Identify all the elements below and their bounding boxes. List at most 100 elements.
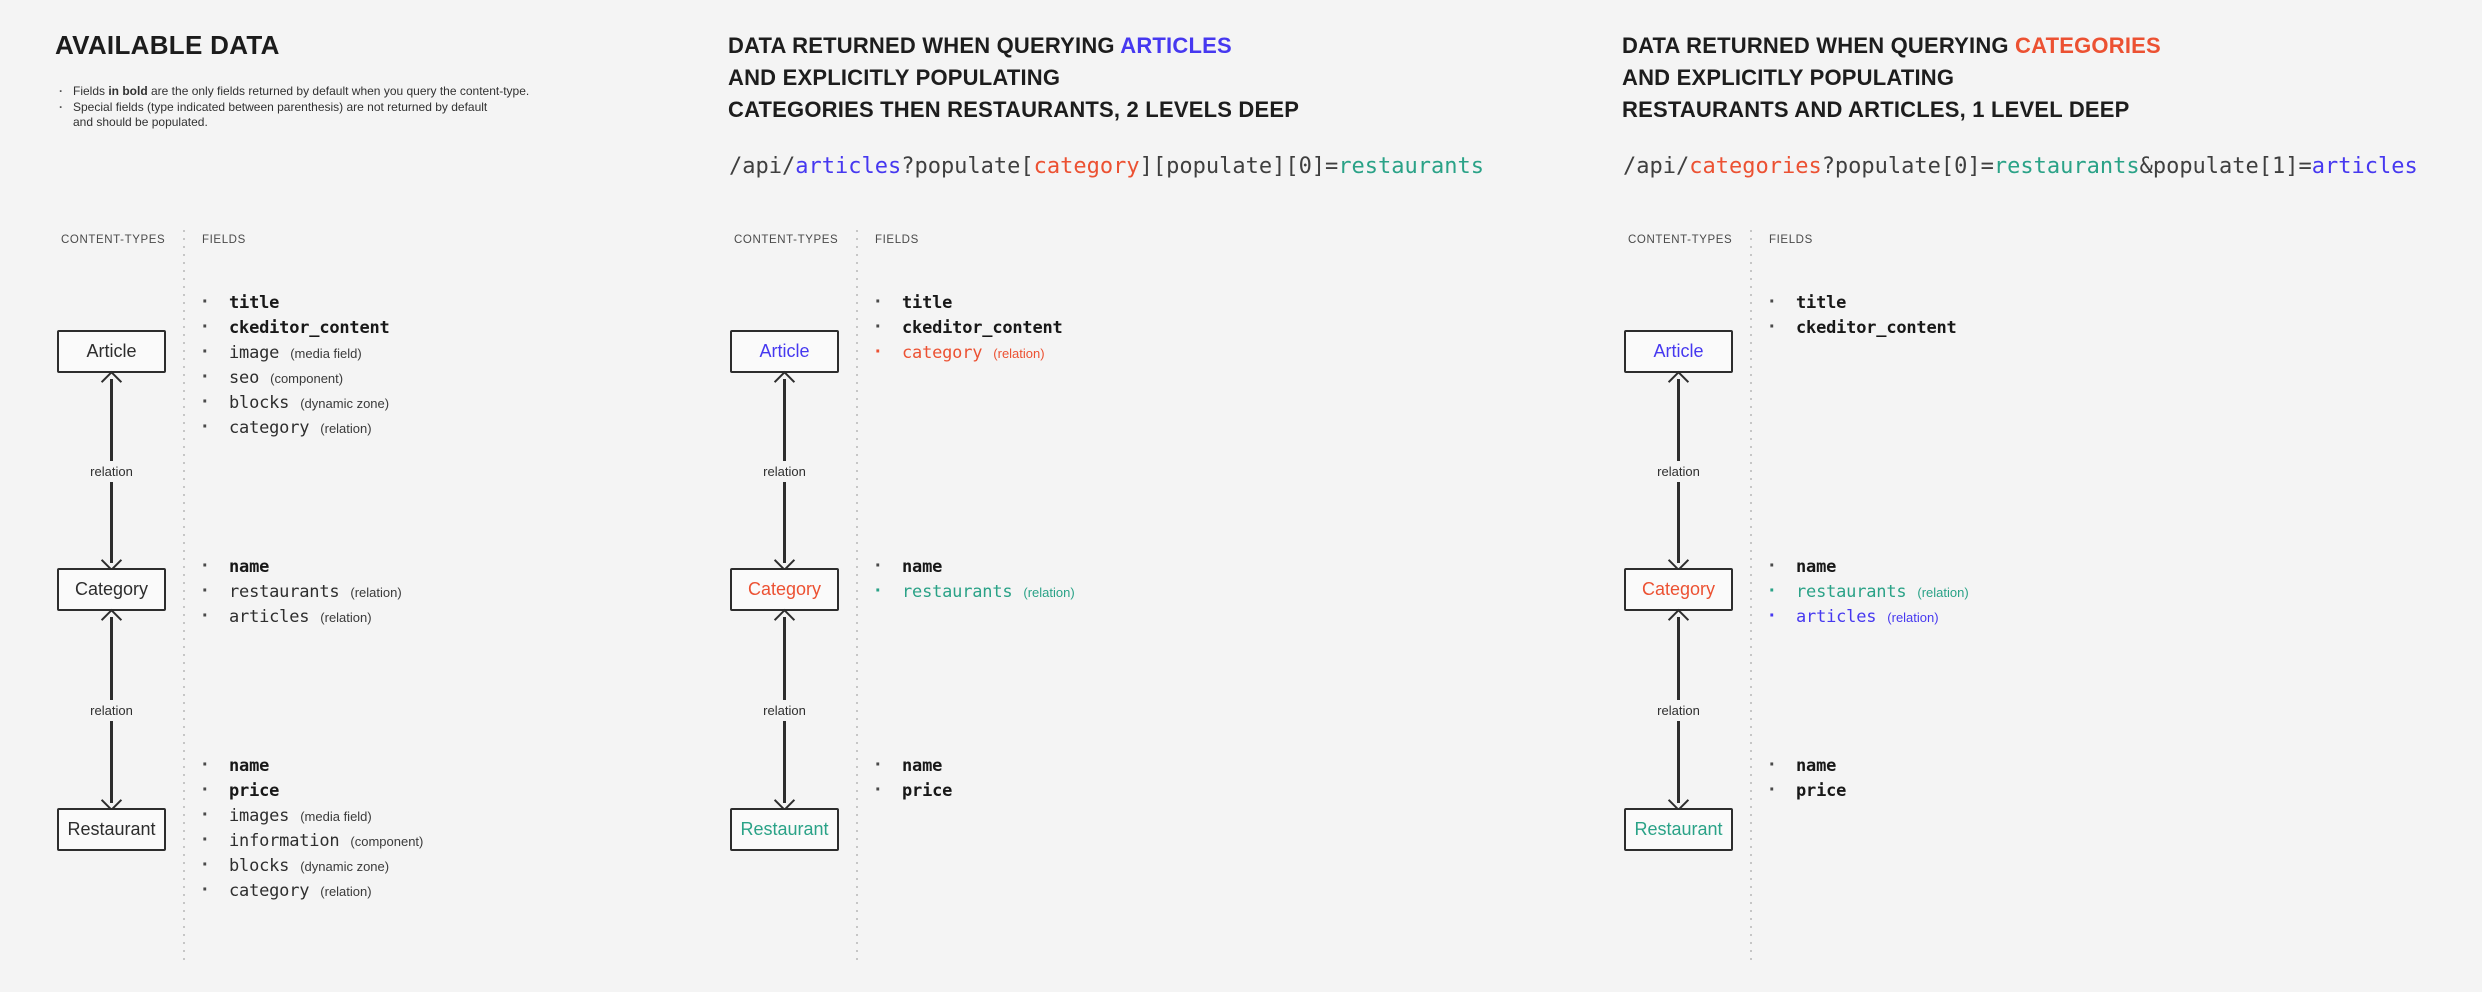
- field-bullet: [202, 315, 229, 341]
- note-line: Fields in bold are the only fields retur…: [59, 84, 529, 100]
- field-name: name: [1796, 557, 1837, 577]
- content-type-box-article: Article: [57, 330, 166, 373]
- field-row: price: [1769, 778, 1846, 803]
- field-name: name: [902, 756, 943, 776]
- panel-title: DATA RETURNED WHEN QUERYING ARTICLES AND…: [728, 30, 1608, 126]
- fields-list-category: name restaurants (relation) articles (rela…: [202, 554, 402, 629]
- field-row: title: [1769, 290, 1957, 315]
- field-bullet: [1769, 290, 1796, 316]
- field-row: articles (relation): [202, 604, 402, 629]
- panel-title: AVAILABLE DATA: [55, 30, 280, 60]
- field-bullet: [202, 579, 229, 605]
- field-row: title: [202, 290, 390, 315]
- relation-label: relation: [1657, 702, 1700, 718]
- diagram: CONTENT-TYPES FIELDS Article relation Ca…: [1622, 230, 2478, 970]
- field-bullet: [202, 390, 229, 416]
- field-bullet: [875, 753, 902, 779]
- arrowhead-up-icon: [773, 608, 796, 631]
- panel-title: DATA RETURNED WHEN QUERYING CATEGORIES A…: [1622, 30, 2478, 126]
- fields-list-article: title ckeditor_content: [1769, 290, 1957, 340]
- field-row: seo(component): [202, 365, 390, 390]
- field-name: restaurants: [229, 582, 340, 602]
- relation-arrow: relation: [1624, 370, 1733, 572]
- code-segment: restaurants: [1338, 154, 1485, 179]
- field-name: ckeditor_content: [902, 318, 1063, 338]
- content-types-label: CONTENT-TYPES: [734, 234, 839, 246]
- relation-label: relation: [763, 702, 806, 718]
- arrow-line: [110, 617, 113, 700]
- field-name: articles: [229, 607, 310, 627]
- fields-list-restaurant: name price: [1769, 753, 1846, 803]
- field-row: category(relation): [875, 340, 1063, 365]
- column-divider: [1750, 230, 1752, 962]
- field-type: (media field): [290, 346, 362, 361]
- fields-label: FIELDS: [202, 234, 246, 246]
- field-name: price: [229, 781, 280, 801]
- code-segment: /api/: [729, 154, 796, 179]
- field-type: (relation): [320, 884, 372, 899]
- highlighted-word: ARTICLES: [1120, 33, 1232, 58]
- field-bullet: [202, 878, 229, 904]
- field-row: title: [875, 290, 1063, 315]
- field-row: name: [202, 753, 423, 778]
- arrow-line: [1677, 617, 1680, 700]
- field-row: name: [202, 554, 402, 579]
- field-name: name: [902, 557, 943, 577]
- content-type-box-category: Category: [730, 568, 839, 611]
- arrowhead-up-icon: [100, 370, 123, 393]
- field-row: price: [202, 778, 423, 803]
- title-line: AND EXPLICITLY POPULATING: [1622, 65, 1955, 90]
- field-bullet: [1769, 554, 1796, 580]
- field-row: name: [1769, 554, 1969, 579]
- column-divider: [183, 230, 185, 962]
- title-line: RESTAURANTS AND ARTICLES, 1 LEVEL DEEP: [1622, 97, 2130, 122]
- field-name: blocks: [229, 393, 290, 413]
- content-type-box-category: Category: [57, 568, 166, 611]
- code-segment: ?populate[0]=: [1821, 154, 1994, 179]
- fields-list-category: name restaurants(relation) articles(rela…: [1769, 554, 1969, 629]
- categories-query-panel: DATA RETURNED WHEN QUERYING CATEGORIES A…: [1622, 30, 2478, 962]
- field-name: title: [1796, 293, 1847, 313]
- field-type: (relation): [320, 610, 372, 625]
- fields-list-article: title ckeditor_content image(media field…: [202, 290, 390, 440]
- field-bullet: [202, 415, 229, 441]
- field-name: category: [229, 881, 310, 901]
- code-segment: &populate[1]=: [2139, 154, 2312, 179]
- code-segment: articles: [2311, 154, 2418, 179]
- content-type-box-category: Category: [1624, 568, 1733, 611]
- column-divider: [856, 230, 858, 962]
- field-name: name: [229, 756, 270, 776]
- field-name: restaurants: [1796, 582, 1907, 602]
- relation-label: relation: [1657, 463, 1700, 479]
- field-bullet: [202, 828, 229, 854]
- note-line: Special fields (type indicated between p…: [59, 100, 529, 131]
- fields-list-restaurant: name price images(media field) informati…: [202, 753, 423, 903]
- field-name: ckeditor_content: [1796, 318, 1957, 338]
- field-bullet: [202, 365, 229, 391]
- field-bullet: [202, 853, 229, 879]
- relation-label: relation: [763, 463, 806, 479]
- code-segment: ][populate][0]=: [1139, 154, 1339, 179]
- field-row: restaurants (relation): [1769, 579, 1969, 604]
- content-type-box-article: Article: [730, 330, 839, 373]
- api-query-url: /api/categories?populate[0]=restaurants&…: [1623, 154, 2418, 179]
- arrowhead-up-icon: [1667, 370, 1690, 393]
- field-row: information(component): [202, 828, 423, 853]
- field-bullet: [202, 340, 229, 366]
- title-line: CATEGORIES THEN RESTAURANTS, 2 LEVELS DE…: [728, 97, 1300, 122]
- arrow-line: [783, 720, 786, 803]
- title-line: DATA RETURNED WHEN QUERYING ARTICLES: [728, 33, 1232, 58]
- field-name: category: [902, 343, 983, 363]
- field-type: (relation): [1917, 585, 1969, 600]
- field-bullet: [875, 579, 902, 605]
- bullet-icon: [59, 84, 73, 100]
- note-text: Special fields (type indicated between p…: [73, 99, 488, 130]
- arrow-line: [1677, 379, 1680, 461]
- content-type-box-article: Article: [1624, 330, 1733, 373]
- arrow-line: [110, 379, 113, 461]
- code-segment: /api/: [1623, 154, 1690, 179]
- field-bullet: [875, 778, 902, 804]
- relation-arrow: relation: [730, 370, 839, 572]
- field-name: price: [1796, 781, 1847, 801]
